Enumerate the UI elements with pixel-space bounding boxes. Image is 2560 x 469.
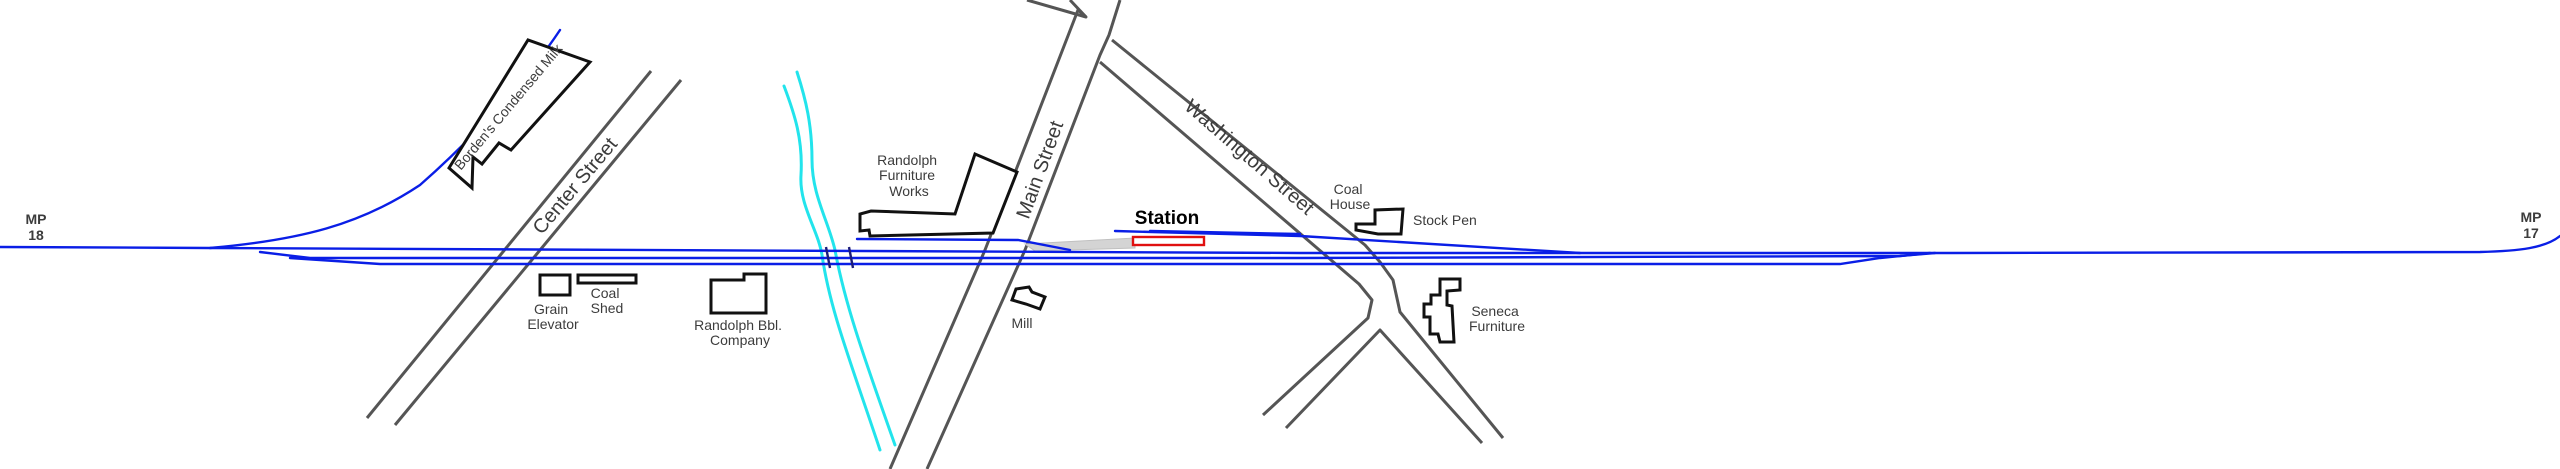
tracks	[0, 28, 2560, 269]
seneca-furniture-line-2: Furniture	[1469, 318, 1525, 334]
coal-shed-line-1: Coal	[591, 285, 620, 301]
mill-building	[1010, 285, 1047, 311]
washington-street-label: Washington Street	[1180, 95, 1318, 219]
yard-track-2	[288, 251, 1932, 266]
mill-label: Mill	[1012, 315, 1033, 331]
main-track	[0, 234, 2560, 255]
stream-east-bank	[795, 70, 897, 447]
milepost-right-number: 17	[2523, 225, 2539, 241]
grain-elevator-building	[538, 273, 572, 297]
bordens-condensed-milk-building	[447, 38, 593, 192]
randolph-furniture-works-building	[858, 151, 1019, 238]
labels: MP 18 MP 17 Station Center Street Main S…	[26, 40, 2542, 348]
coal-shed-line-2: Shed	[591, 300, 624, 316]
grain-elevator-line-1: Grain	[534, 301, 568, 317]
main-street-east-edge	[925, 0, 1122, 469]
stock-pen-label: Stock Pen	[1413, 212, 1477, 228]
main-street-north-cap	[1068, 0, 1088, 19]
stream	[782, 70, 897, 452]
coal-shed-label: Coal Shed	[591, 285, 624, 316]
randolph-furniture-line-3: Works	[889, 183, 928, 199]
roads	[365, 0, 1505, 469]
seneca-furniture-line-1: Seneca	[1471, 303, 1519, 319]
station-track	[1148, 229, 1302, 236]
milepost-left-number: 18	[28, 227, 44, 243]
grain-elevator-line-2: Elevator	[527, 316, 579, 332]
bridge-marker-west	[824, 246, 832, 269]
coal-shed-building	[576, 273, 638, 285]
buildings	[447, 38, 1462, 344]
coal-house-line-2: House	[1330, 196, 1371, 212]
randolph-bbl-company-building	[709, 272, 768, 315]
coal-house-label: Coal House	[1330, 181, 1371, 212]
center-street-label: Center Street	[529, 133, 623, 239]
washington-street-south-branch	[1284, 328, 1484, 445]
station-building	[1131, 235, 1206, 247]
station-label: Station	[1135, 208, 1199, 229]
stream-west-bank	[782, 84, 882, 452]
center-street-east-edge	[393, 79, 683, 426]
randolph-furniture-label: Randolph Furniture Works	[877, 152, 941, 199]
washington-street-west-edge	[1099, 60, 1374, 417]
randolph-bbl-label: Randolph Bbl. Company	[694, 317, 786, 348]
seneca-furniture-label: Seneca Furniture	[1469, 303, 1525, 334]
station-siding	[855, 237, 1072, 252]
randolph-furniture-line-2: Furniture	[879, 167, 935, 183]
grain-elevator-label: Grain Elevator	[527, 301, 579, 332]
milepost-left-label: MP	[26, 211, 47, 227]
washington-street-east-edge	[1111, 38, 1505, 439]
center-street-west-edge	[365, 70, 653, 419]
randolph-furniture-line-1: Randolph	[877, 152, 937, 168]
randolph-bbl-line-1: Randolph Bbl.	[694, 317, 782, 333]
coal-house-line-1: Coal	[1334, 181, 1363, 197]
milepost-right-label: MP	[2521, 209, 2542, 225]
randolph-bbl-line-2: Company	[710, 332, 770, 348]
coal-house-building	[1354, 207, 1405, 236]
bridge-marker-east	[847, 246, 855, 269]
seneca-furniture-building	[1422, 277, 1462, 344]
